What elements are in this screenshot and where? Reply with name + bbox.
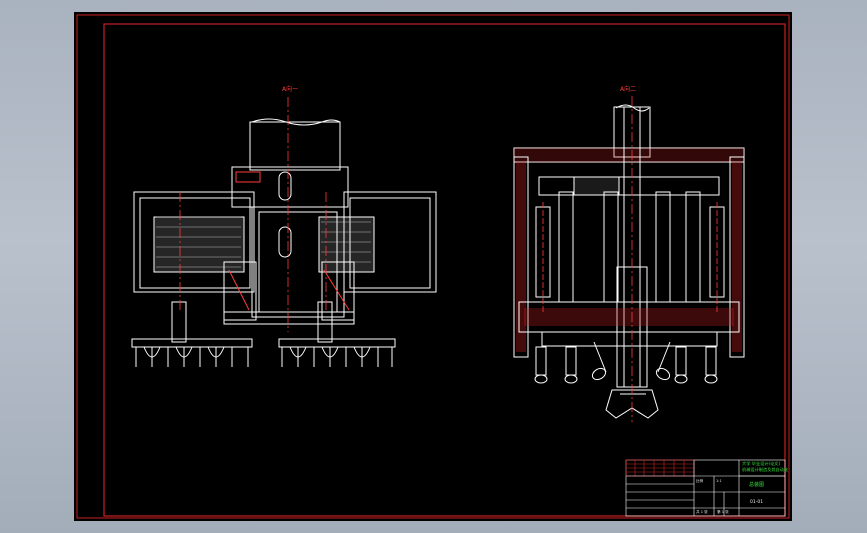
sheet-value: 第 1 张 <box>717 509 729 514</box>
right-view-label: A向二 <box>620 85 636 93</box>
title-line1: 大学 毕业设计(论文) <box>742 460 780 467</box>
title-block-text: 大学 毕业设计(论文) 机械设计制造及其自动化 总装图 01-01 比例 1:1… <box>696 460 789 514</box>
left-assembly-view: A向一 <box>131 85 437 367</box>
scale-value: 1:1 <box>716 479 722 483</box>
drawing-sheet: A向一 <box>74 12 792 521</box>
left-view-label: A向一 <box>282 85 298 93</box>
sheet-label: 共 1 张 <box>696 509 708 514</box>
right-assembly-view: A向二 <box>513 85 745 422</box>
drawing-name: 总装图 <box>749 481 764 488</box>
title-line2: 机械设计制造及其自动化 <box>742 466 789 473</box>
inner-border <box>103 23 786 517</box>
outer-border <box>76 14 790 519</box>
drawing-number: 01-01 <box>750 499 763 505</box>
cad-drawing: A向一 <box>76 14 790 519</box>
scale-label: 比例 <box>696 478 704 483</box>
title-block <box>625 459 786 517</box>
